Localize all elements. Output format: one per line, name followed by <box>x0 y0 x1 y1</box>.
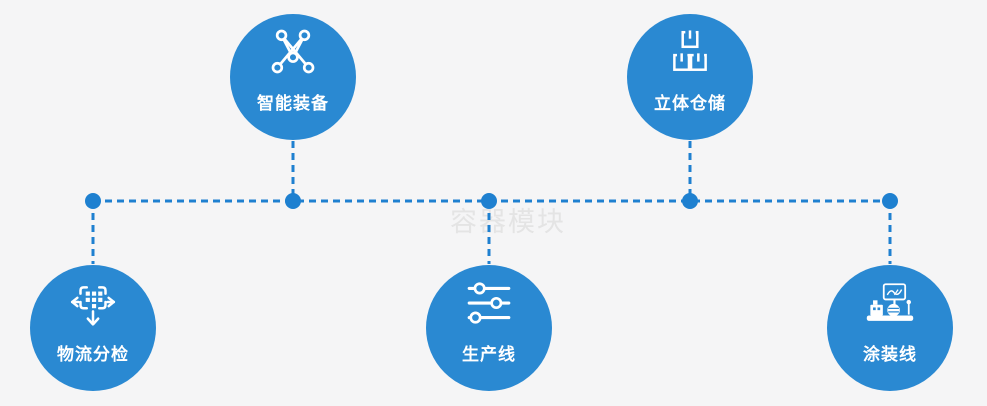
junction-dot <box>481 193 497 209</box>
junction-dot <box>882 193 898 209</box>
junction-dot <box>85 193 101 209</box>
node-label: 立体仓储 <box>654 94 726 114</box>
network-nodes-icon <box>271 29 315 74</box>
node-production-line: 生产线 <box>426 265 552 391</box>
watermark: 容器模块 <box>450 207 566 238</box>
node-label: 涂装线 <box>863 345 917 365</box>
sliders-icon <box>467 282 511 324</box>
node-smart-equipment: 智能装备 <box>230 14 356 140</box>
junction-dot <box>682 193 698 209</box>
machine-monitor-icon <box>866 283 914 321</box>
node-label: 物流分检 <box>57 345 129 365</box>
node-painting-line: 涂装线 <box>827 265 953 391</box>
node-warehouse-storage: 立体仓储 <box>627 14 753 140</box>
node-label: 智能装备 <box>257 94 329 114</box>
sort-distribute-icon <box>70 286 116 326</box>
node-logistics-sorting: 物流分检 <box>30 265 156 391</box>
node-label: 生产线 <box>462 345 516 365</box>
stacked-boxes-icon <box>673 30 707 71</box>
junction-dot <box>285 193 301 209</box>
